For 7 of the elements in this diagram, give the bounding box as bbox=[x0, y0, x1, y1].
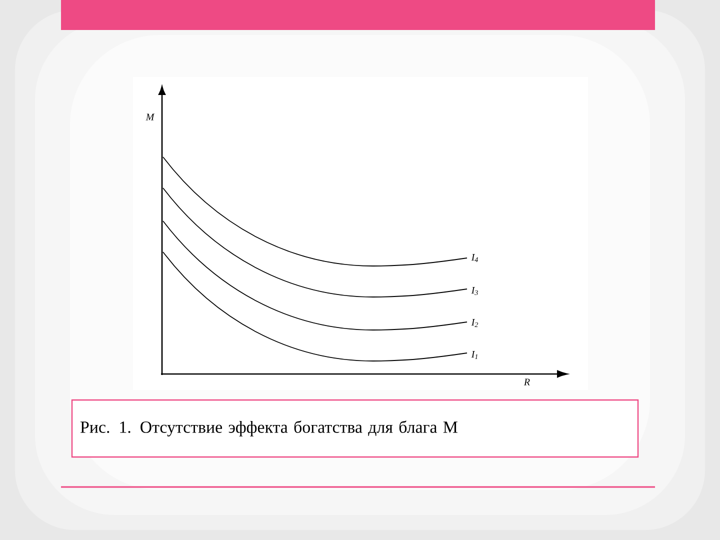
axis-label: R bbox=[524, 378, 530, 386]
caption-box: Рис. 1. Отсутствие эффекта богатства для блага М bbox=[71, 399, 639, 458]
curve-label: I$_{3}$ bbox=[471, 286, 478, 296]
curve-label: I$_{2}$ bbox=[471, 318, 478, 327]
axis-label: M bbox=[146, 114, 155, 120]
curve-label: I$_{1}$ bbox=[471, 350, 478, 359]
curve-label: I$_{4}$ bbox=[471, 254, 478, 262]
